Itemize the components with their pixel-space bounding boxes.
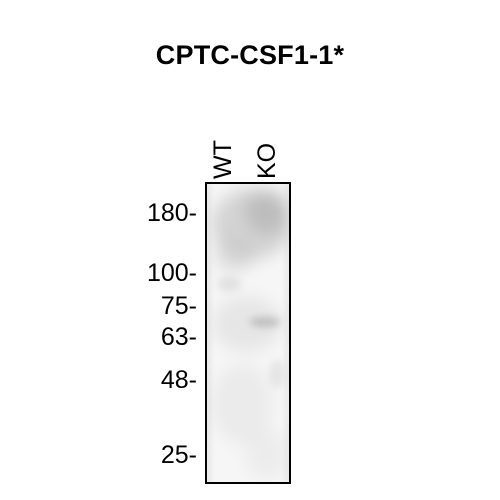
blot-title: CPTC-CSF1-1* bbox=[155, 40, 345, 70]
mw-marker-25: 25- bbox=[160, 441, 197, 469]
lane-label-ko: KO bbox=[253, 142, 281, 179]
lane-label-wt: WT bbox=[209, 140, 237, 179]
mw-marker-48: 48- bbox=[160, 366, 197, 394]
mw-marker-180: 180- bbox=[146, 199, 197, 227]
mw-marker-63: 63- bbox=[160, 323, 197, 351]
blot-image bbox=[207, 184, 289, 482]
mw-marker-100: 100- bbox=[146, 259, 197, 287]
mw-marker-75: 75- bbox=[160, 292, 197, 320]
blot-membrane bbox=[205, 182, 291, 484]
